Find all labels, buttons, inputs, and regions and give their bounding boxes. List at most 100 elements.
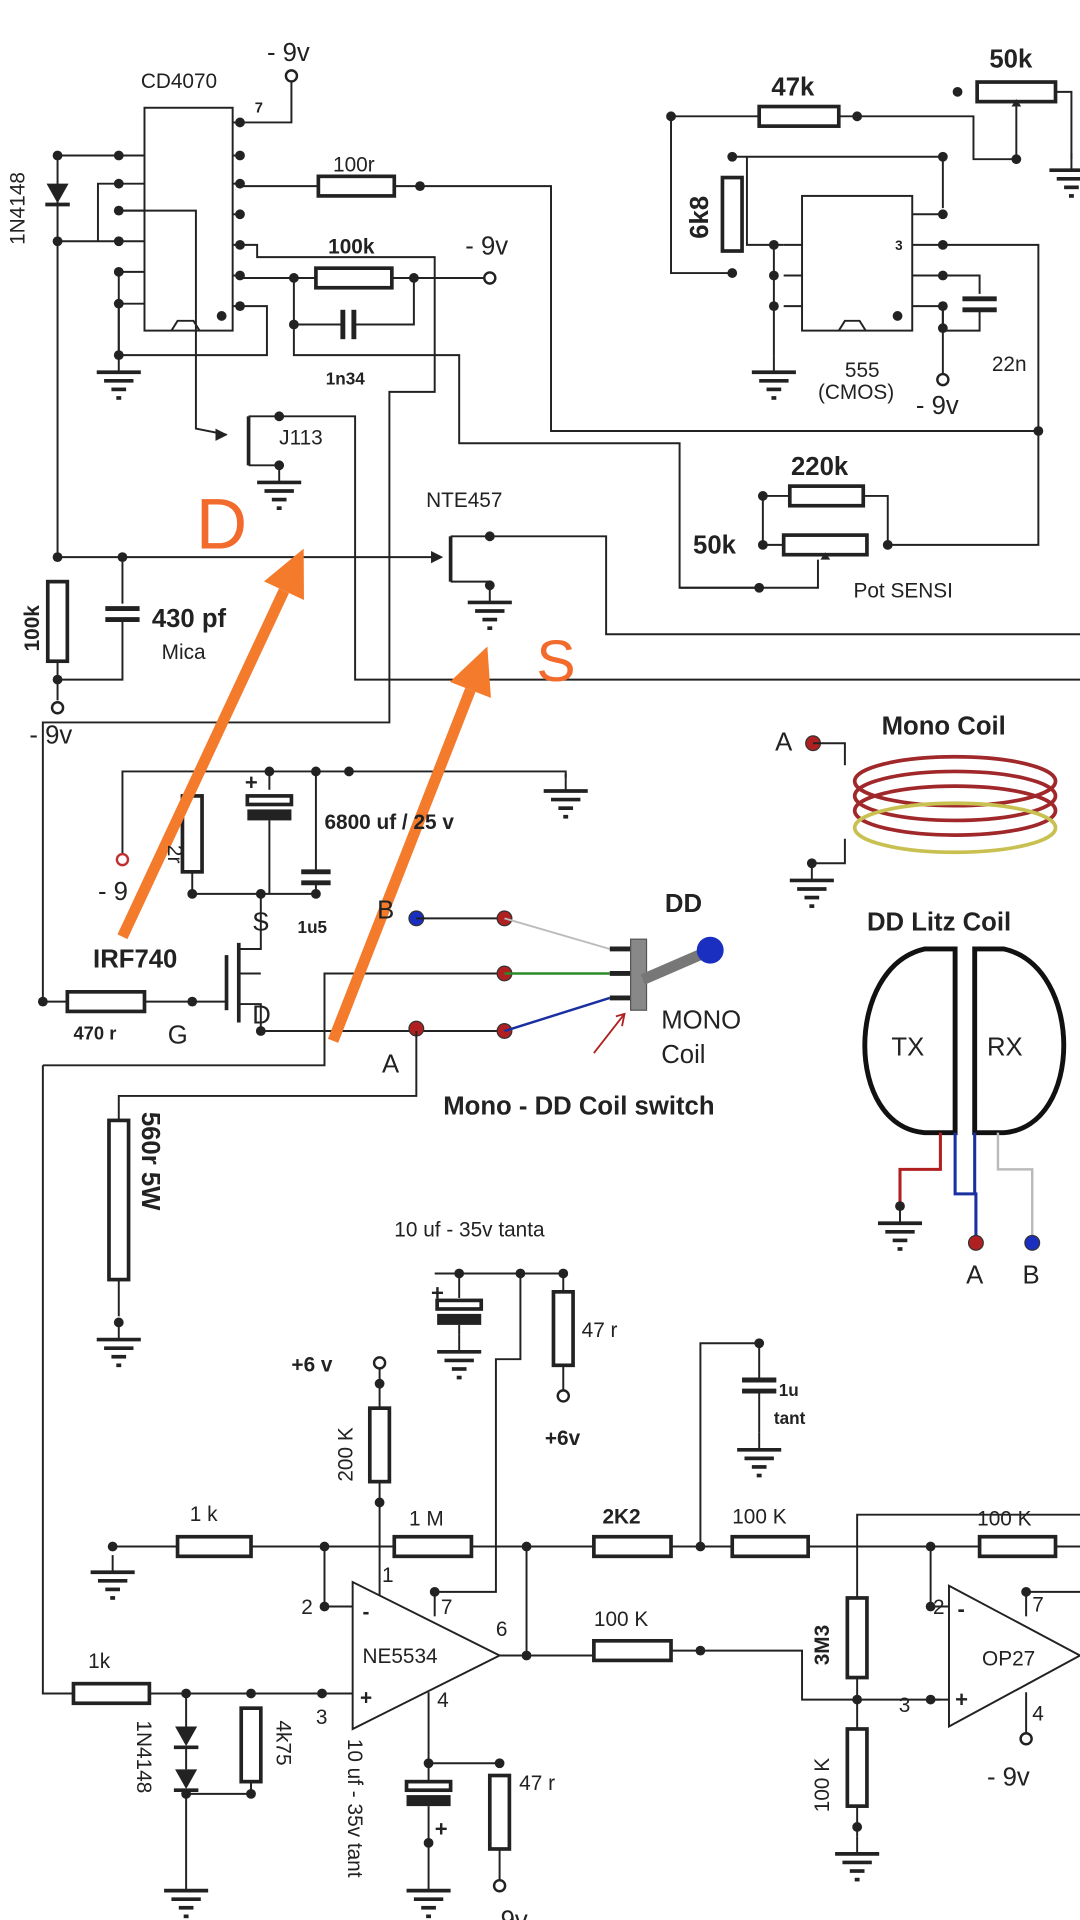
- label-47r: 47 r: [582, 1319, 618, 1342]
- plus-sign: +: [435, 1817, 448, 1842]
- label-minus9: - 9: [98, 878, 128, 906]
- resistor: [730, 1534, 811, 1559]
- resistor: [175, 1534, 253, 1559]
- junction-dot: [937, 151, 948, 162]
- label-mono-coil: Mono Coil: [882, 713, 1006, 741]
- terminal-circle: [556, 1389, 570, 1403]
- wire: [42, 972, 505, 1067]
- label-50k: 50k: [989, 45, 1033, 73]
- junction-dot: [319, 1601, 330, 1612]
- label-430pf: 430 pf: [152, 605, 227, 633]
- wire: [434, 1273, 522, 1593]
- label-100k-vert: 100 K: [811, 1758, 834, 1812]
- coil-winding: [852, 769, 1058, 823]
- label-10uf-tanta: 10 uf - 35v tanta: [394, 1219, 545, 1242]
- junction-dot: [754, 1338, 765, 1349]
- wire: [887, 243, 1040, 546]
- label-1n34: 1n34: [326, 368, 366, 388]
- wire: [323, 1546, 353, 1608]
- electrolytic-capacitor: [435, 1298, 484, 1311]
- label-1k: 1 k: [190, 1503, 218, 1526]
- label-coil: Coil: [661, 1041, 705, 1069]
- arrow-icon: [431, 551, 444, 564]
- label-ne5534: NE5534: [362, 1645, 437, 1668]
- junction-dot: [235, 150, 245, 161]
- label-47r-bottom: 47 r: [519, 1772, 555, 1795]
- wire: [118, 209, 227, 436]
- wire: [240, 243, 436, 558]
- label-mica: Mica: [162, 641, 206, 664]
- label-plus6v: +6v: [545, 1427, 581, 1450]
- junction-dot: [937, 301, 948, 312]
- resistor: [975, 80, 1058, 104]
- label-pin3: 3: [316, 1706, 328, 1729]
- junction-dot: [246, 1788, 256, 1799]
- label-terminal-b: B: [377, 896, 394, 924]
- resistor: [787, 484, 866, 508]
- opamp-ne5534: [351, 1580, 502, 1731]
- label-op-pin4: 4: [1032, 1702, 1044, 1725]
- ic-cd4070: [143, 106, 234, 332]
- junction-dot: [374, 1378, 385, 1389]
- wire: [640, 946, 710, 985]
- wire: [41, 1065, 74, 1695]
- label-1u5: 1u5: [298, 917, 328, 937]
- junction-dot: [754, 582, 765, 593]
- label-100k: 100k: [328, 235, 375, 258]
- coil-winding: [852, 801, 1058, 855]
- wire: [353, 277, 415, 326]
- resistor: [592, 1534, 673, 1559]
- wire: [953, 1132, 978, 1237]
- wire: [811, 838, 846, 865]
- coil-winding: [852, 784, 1058, 837]
- wire: [504, 917, 611, 950]
- junction-dot: [117, 552, 128, 563]
- wire: [96, 182, 119, 242]
- wire: [898, 1132, 942, 1207]
- resistor: [71, 1681, 152, 1706]
- labels: - 9v CD4070 7 1N4148 100r 100k - 9v 1n34…: [6, 39, 1043, 1920]
- switch-knob: [696, 936, 724, 964]
- label-50k-sensi: 50k: [693, 531, 737, 559]
- resistor: [845, 1596, 869, 1680]
- ic-555: [801, 194, 914, 332]
- resistor: [592, 1638, 673, 1663]
- junction-dot: [344, 766, 354, 777]
- junction-dot: [187, 888, 198, 899]
- label-cmos: (CMOS): [818, 381, 894, 404]
- resistor: [551, 1290, 575, 1368]
- junction-dot: [937, 209, 948, 220]
- junction-dot: [52, 674, 63, 685]
- junction-dot: [235, 209, 245, 220]
- wire: [191, 871, 316, 895]
- wire: [238, 1003, 262, 1032]
- wire: [856, 1513, 1080, 1598]
- wire: [41, 557, 391, 1003]
- label-mono: MONO: [661, 1007, 741, 1035]
- label-100k: 100 K: [594, 1608, 648, 1631]
- junction-dot: [288, 273, 299, 283]
- label-litz-b: B: [1022, 1261, 1039, 1289]
- junction-dot: [216, 311, 227, 321]
- label-minus9v: - 9v: [465, 233, 508, 261]
- junction-dot: [494, 1758, 505, 1769]
- wire: [699, 1342, 761, 1547]
- junction-dot: [37, 996, 48, 1007]
- wire: [996, 1132, 1034, 1237]
- wire: [238, 893, 262, 950]
- wire: [551, 770, 567, 778]
- label-op-pin7: 7: [1032, 1593, 1044, 1616]
- label-pin-s: S: [252, 909, 269, 937]
- label-op-pin2: 2: [933, 1596, 945, 1619]
- junction-dot: [274, 411, 285, 422]
- coil-winding: [852, 754, 1058, 808]
- label-cd4070: CD4070: [141, 70, 217, 93]
- label-diode-1n4148: 1N4148: [6, 172, 29, 245]
- wire: [761, 495, 784, 546]
- wire: [117, 1031, 418, 1121]
- label-minus9v: - 9v: [267, 39, 310, 67]
- label-22n: 22n: [992, 353, 1027, 376]
- terminal-circle: [483, 271, 497, 285]
- junction-dot: [695, 1541, 706, 1552]
- junction-dot: [727, 268, 738, 278]
